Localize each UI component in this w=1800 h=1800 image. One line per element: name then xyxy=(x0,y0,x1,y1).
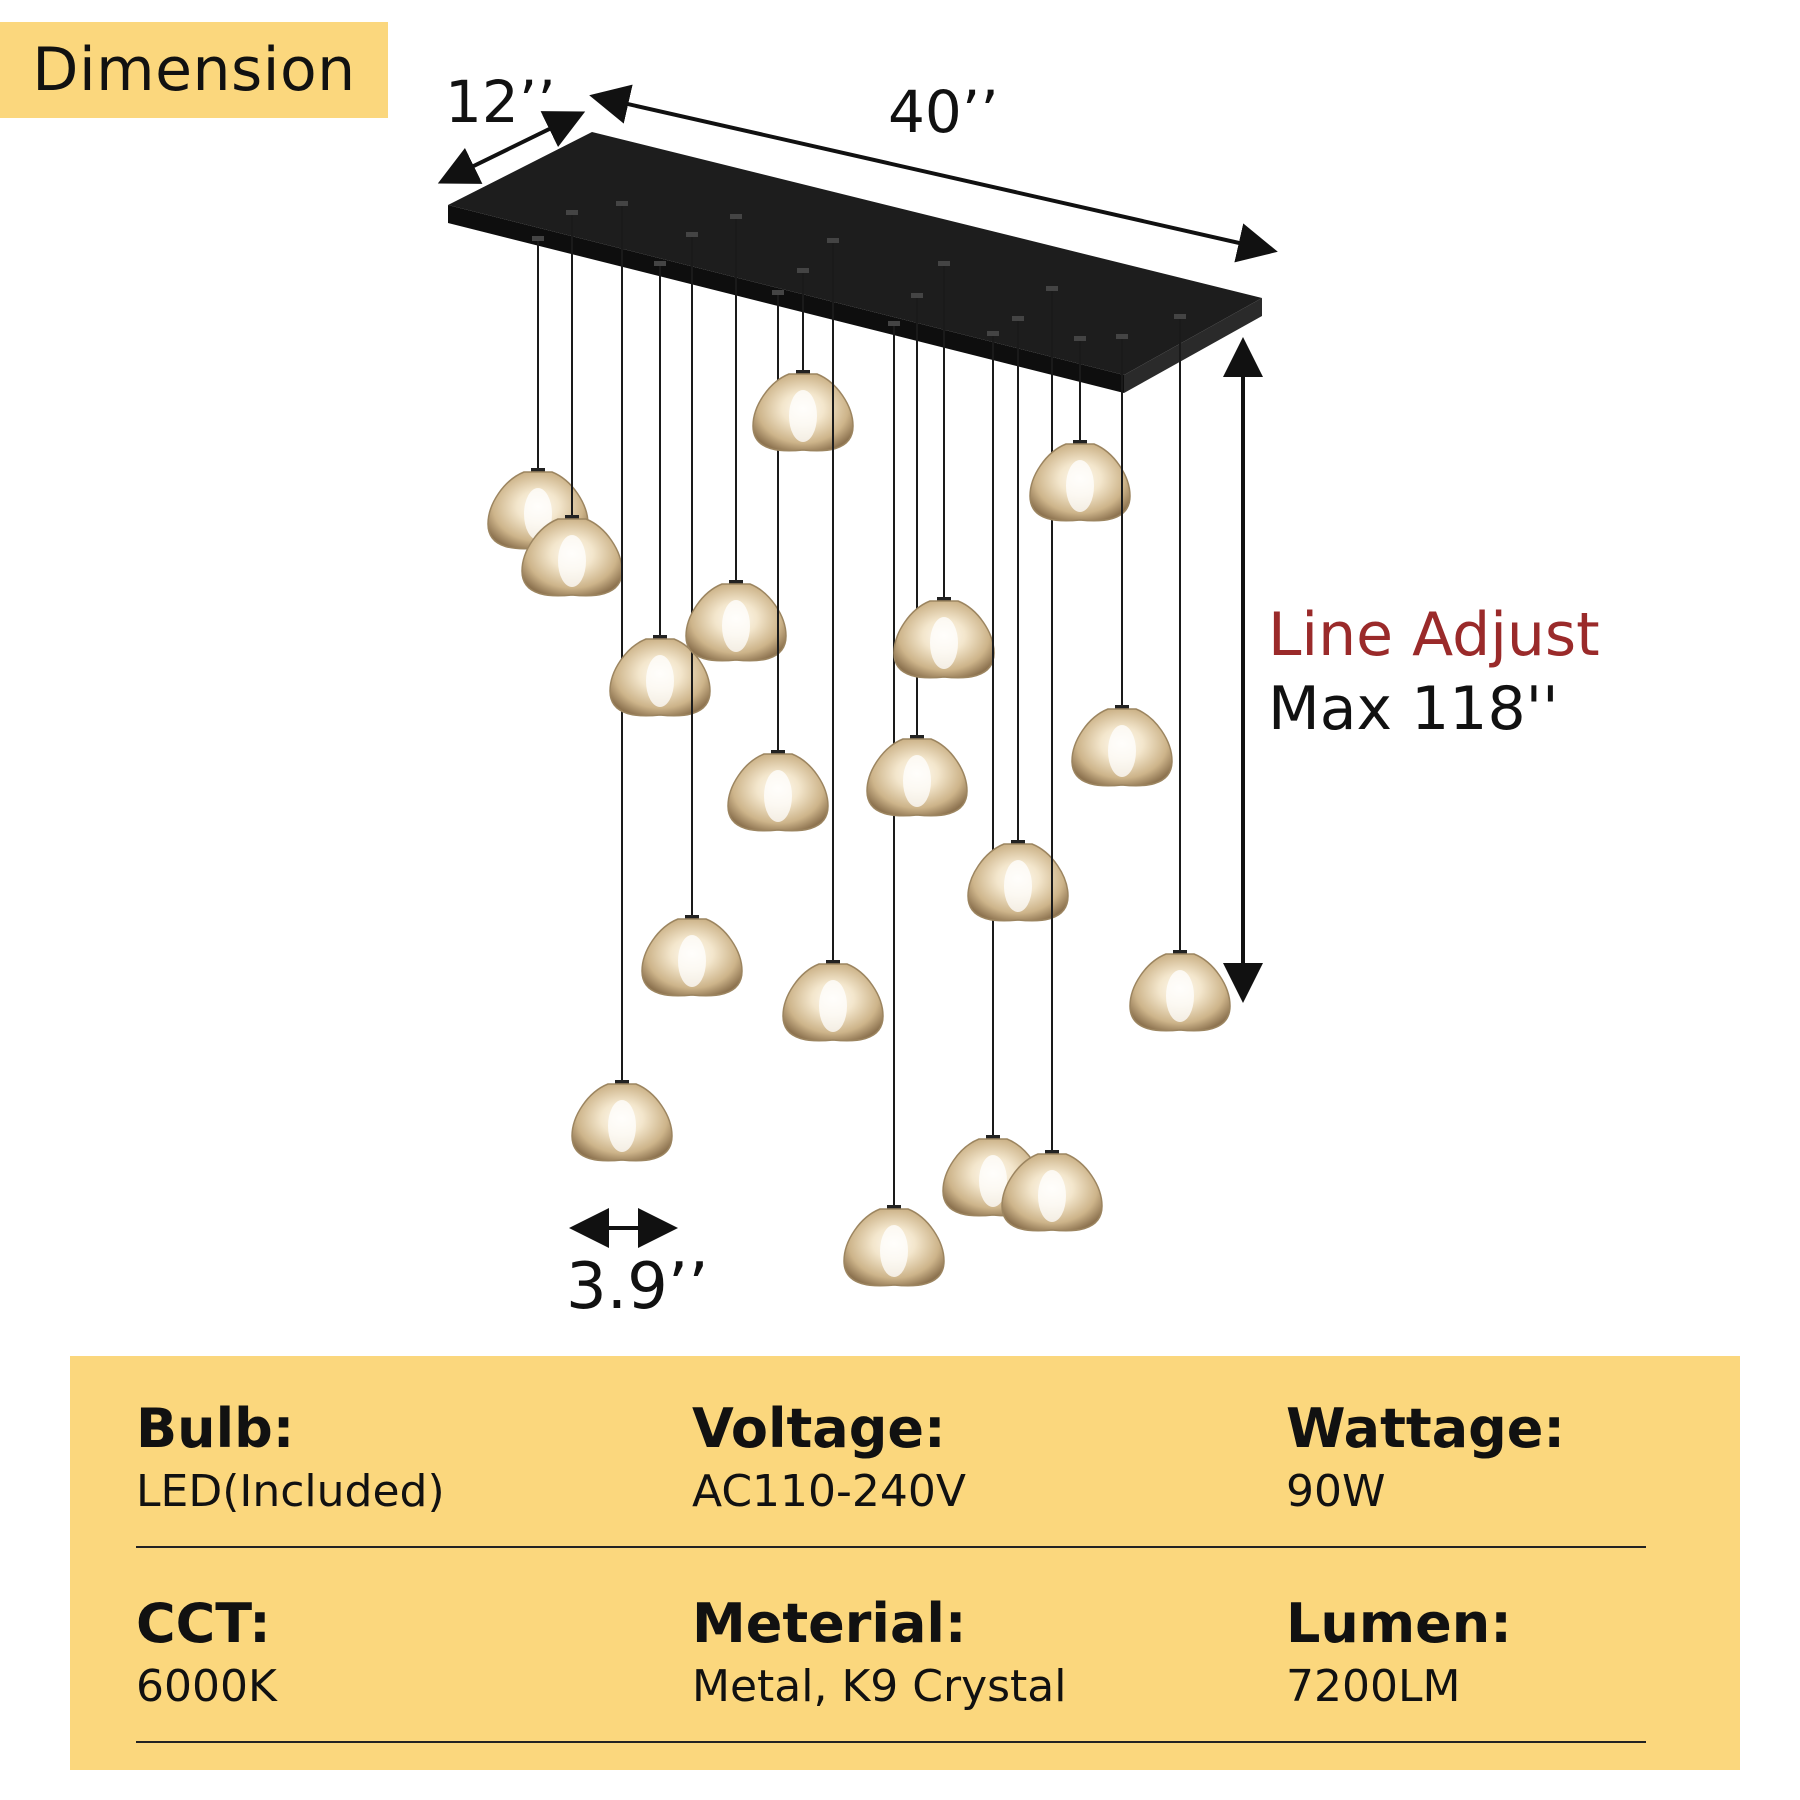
spec-wattage: Wattage: 90W xyxy=(1286,1396,1565,1522)
line-adjust-note: Line Adjust Max 118'' xyxy=(1268,598,1600,746)
spec-voltage-value: AC110-240V xyxy=(692,1466,966,1517)
cord-mount xyxy=(1174,314,1186,319)
bulb-glow xyxy=(880,1225,908,1277)
dimension-title: Dimension xyxy=(32,35,356,105)
cord-mount xyxy=(1046,286,1058,291)
spec-lumen: Lumen: 7200LM xyxy=(1286,1591,1512,1717)
bulb-glow xyxy=(789,390,817,442)
bulb-glow xyxy=(930,617,958,669)
spec-cct-label: CCT: xyxy=(136,1592,271,1655)
cord-mount xyxy=(1074,336,1086,341)
cord-mount xyxy=(797,268,809,273)
spec-bulb-value: LED(Included) xyxy=(136,1466,445,1517)
bulb-glow xyxy=(764,770,792,822)
spec-row-2: CCT: 6000K Meterial: Metal, K9 Crystal L… xyxy=(136,1551,1646,1743)
spec-cct: CCT: 6000K xyxy=(136,1591,277,1717)
pendant-group xyxy=(487,201,1231,1287)
cord-mount xyxy=(566,210,578,215)
bulb-glow xyxy=(903,755,931,807)
cord-mount xyxy=(938,261,950,266)
bulb-glow xyxy=(1166,970,1194,1022)
cord-mount xyxy=(532,236,544,241)
length-label: 40’’ xyxy=(888,78,999,146)
canopy xyxy=(448,132,1262,393)
cord-mount xyxy=(616,201,628,206)
bulb-glow xyxy=(1066,460,1094,512)
cord-mount xyxy=(772,290,784,295)
spec-lumen-label: Lumen: xyxy=(1286,1592,1512,1655)
cord-mount xyxy=(730,214,742,219)
depth-arrow xyxy=(437,111,586,184)
spec-cct-value: 6000K xyxy=(136,1661,277,1712)
bulb-glow xyxy=(646,655,674,707)
cord-mount xyxy=(654,261,666,266)
spec-material: Meterial: Metal, K9 Crystal xyxy=(692,1591,1067,1717)
bulb-glow xyxy=(558,535,586,587)
spec-table: Bulb: LED(Included) Voltage: AC110-240V … xyxy=(70,1356,1740,1770)
bulb-glow xyxy=(819,980,847,1032)
bulb-glow xyxy=(979,1155,1007,1207)
cord-mount xyxy=(1116,334,1128,339)
spec-material-value: Metal, K9 Crystal xyxy=(692,1661,1067,1712)
canopy-side xyxy=(1124,298,1262,393)
spec-wattage-label: Wattage: xyxy=(1286,1397,1566,1460)
depth-label: 12’’ xyxy=(445,68,556,136)
line-adjust-value: Max 118'' xyxy=(1268,674,1559,744)
spec-material-label: Meterial: xyxy=(692,1592,967,1655)
spec-voltage-label: Voltage: xyxy=(692,1397,946,1460)
spec-lumen-value: 7200LM xyxy=(1286,1661,1461,1712)
bulb-glow xyxy=(678,935,706,987)
bulb-glow xyxy=(722,600,750,652)
cord-mount xyxy=(827,238,839,243)
spec-bulb: Bulb: LED(Included) xyxy=(136,1396,445,1522)
spec-bulb-label: Bulb: xyxy=(136,1397,295,1460)
cord-mount xyxy=(1012,316,1024,321)
bulb-glow xyxy=(1004,860,1032,912)
cord-mount xyxy=(987,331,999,336)
bulb-glow xyxy=(608,1100,636,1152)
bulb-glow xyxy=(1108,725,1136,777)
cord-mount xyxy=(911,293,923,298)
cord-mount xyxy=(888,321,900,326)
dimension-badge: Dimension xyxy=(0,22,388,118)
spec-row-1: Bulb: LED(Included) Voltage: AC110-240V … xyxy=(136,1356,1646,1548)
shade-width-label: 3.9’’ xyxy=(566,1250,709,1324)
spec-wattage-value: 90W xyxy=(1286,1466,1386,1517)
cord-mount xyxy=(686,232,698,237)
line-adjust-title: Line Adjust xyxy=(1268,600,1600,670)
chandelier-illustration xyxy=(437,84,1278,1287)
length-arrow xyxy=(589,84,1278,263)
bulb-glow xyxy=(1038,1170,1066,1222)
spec-voltage: Voltage: AC110-240V xyxy=(692,1396,966,1522)
